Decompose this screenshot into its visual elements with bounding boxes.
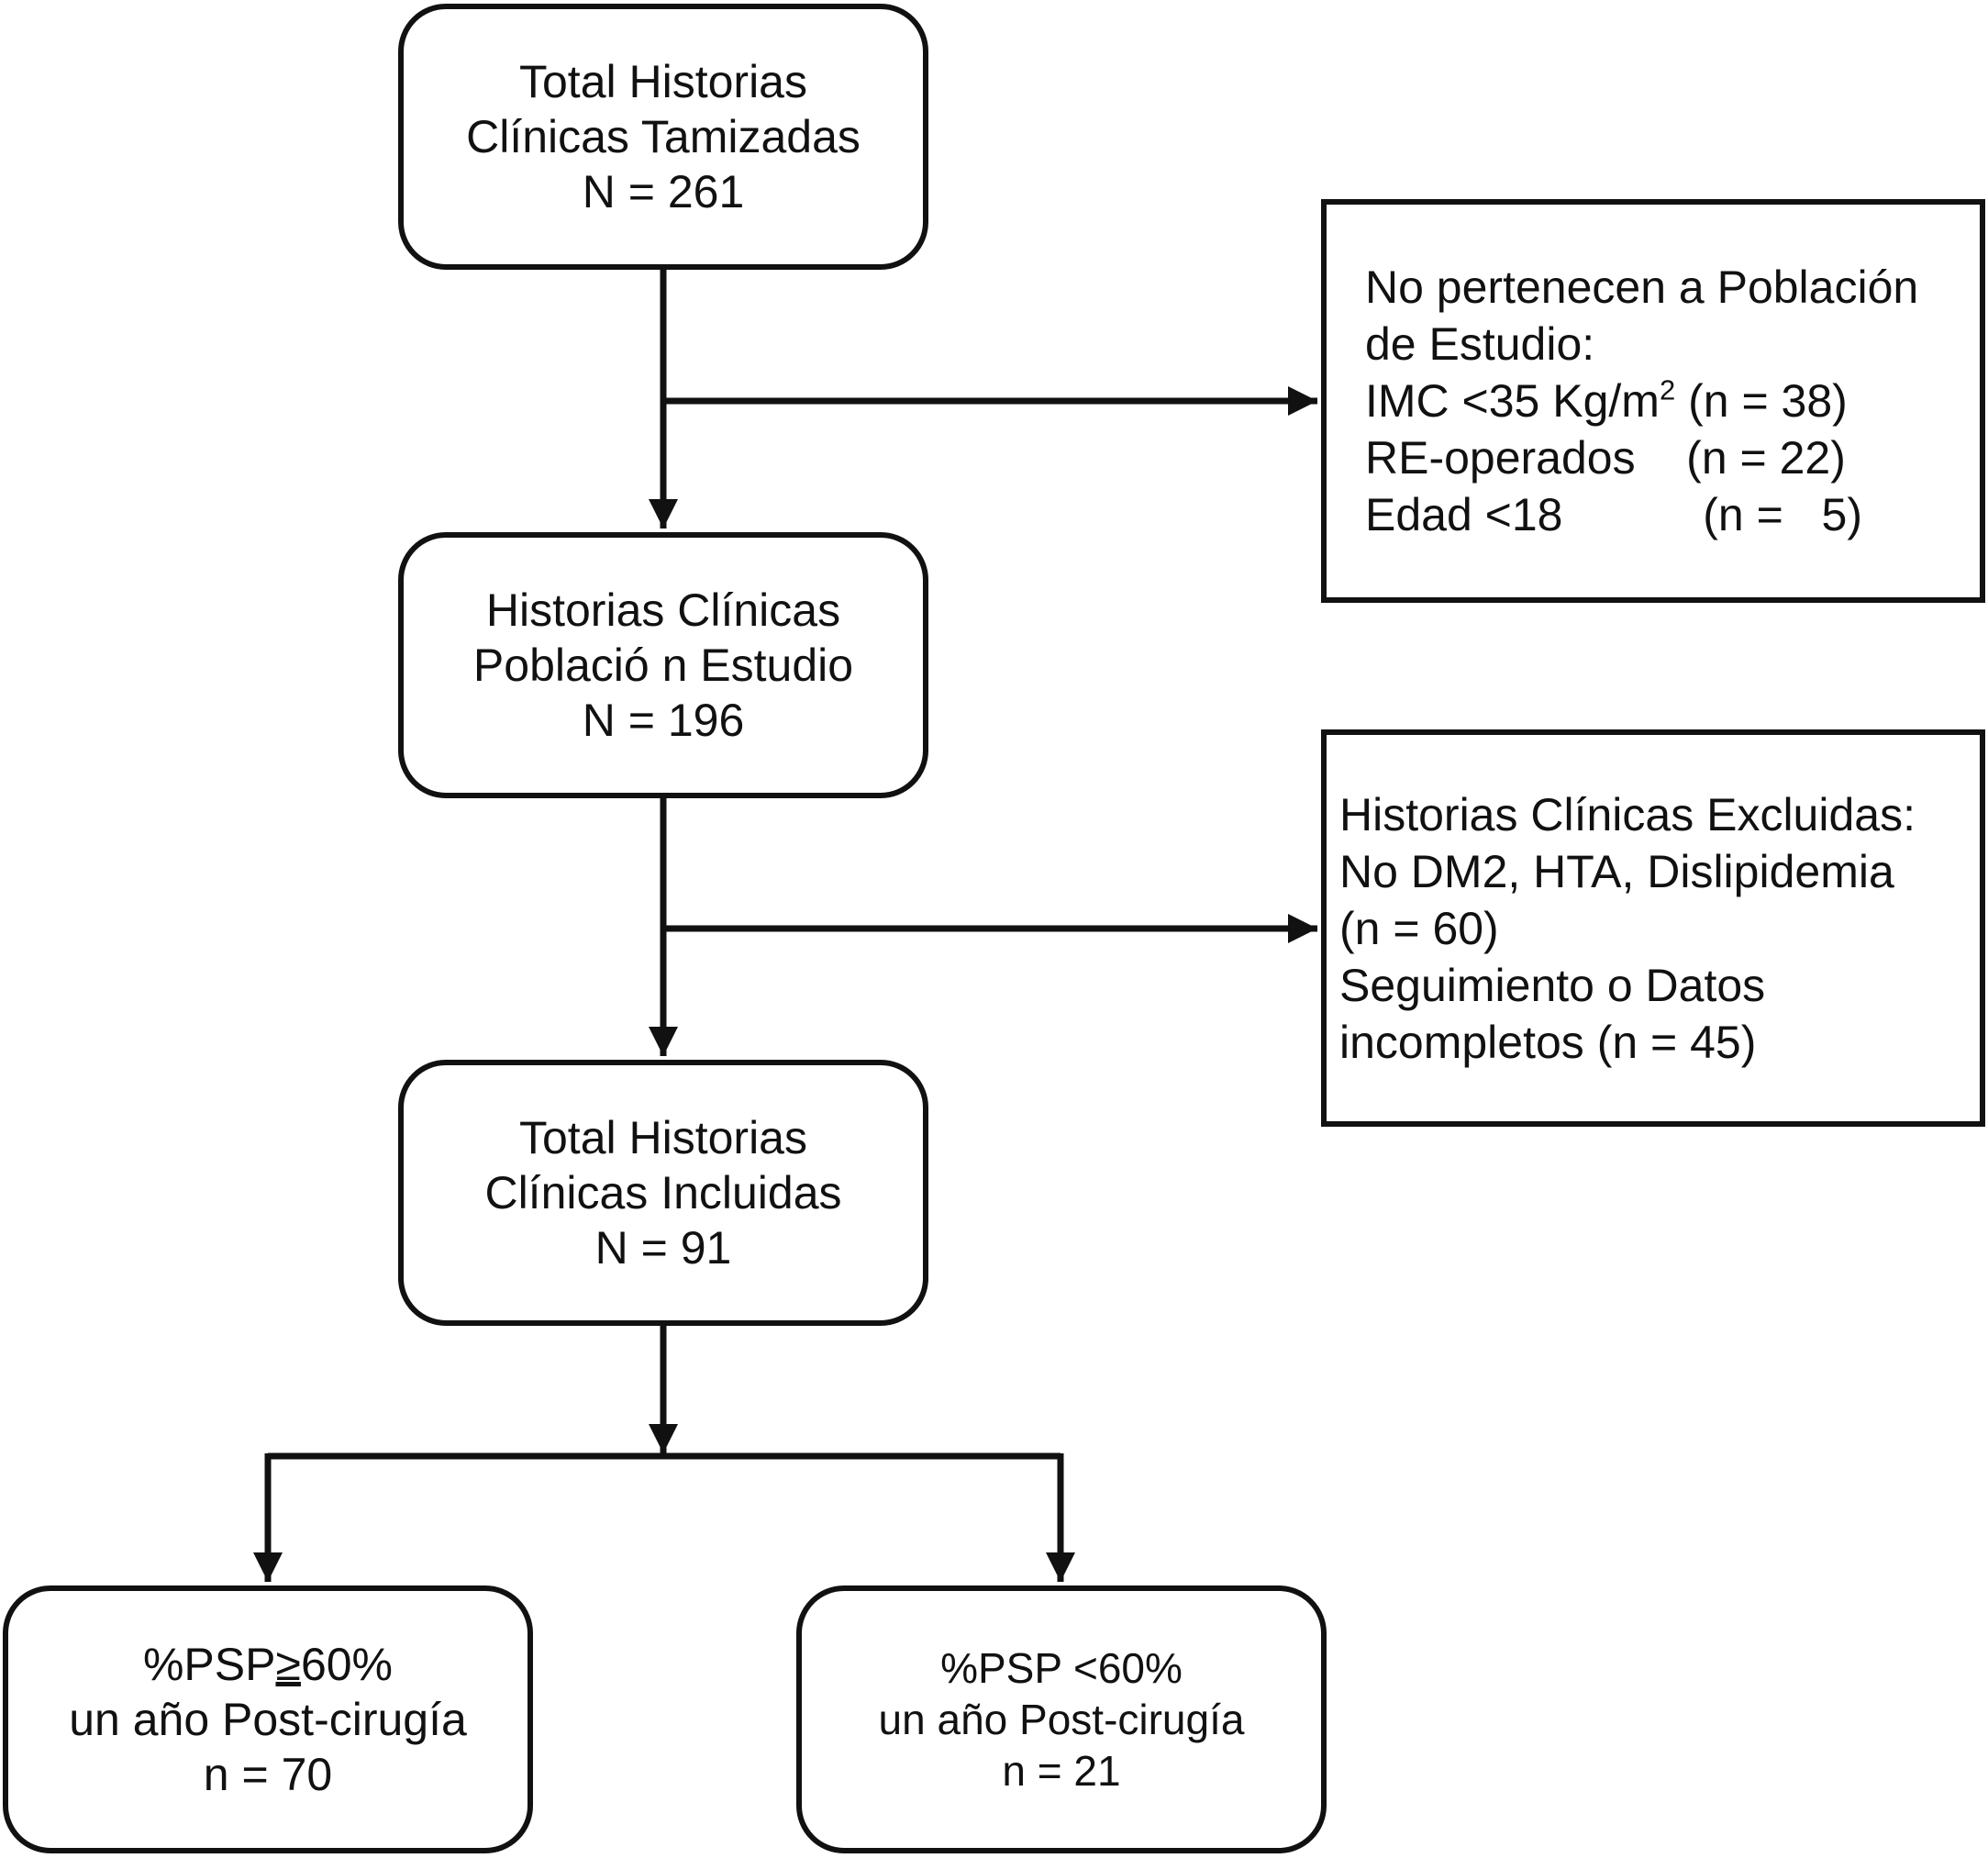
included-line-2: Clínicas Incluidas (484, 1167, 842, 1218)
not-population-line-1: No pertenecen a Población (1365, 261, 1919, 313)
screened-line-1: Total Historias (519, 56, 807, 107)
psp-high-box: %PSP≥60% un año Post-cirugía n = 70 (3, 1585, 533, 1853)
psp-high-suffix: 60% (300, 1639, 394, 1690)
psp-high-line-1: %PSP≥60% (143, 1641, 393, 1687)
psp-low-count: n = 21 (1002, 1747, 1121, 1795)
psp-high-count: n = 70 (203, 1749, 333, 1800)
screened-count: N = 261 (582, 166, 745, 217)
excluded-line-3: (n = 60) (1339, 902, 1499, 954)
imc-count: (n = 38) (1675, 375, 1848, 427)
study-count: N = 196 (582, 695, 745, 746)
included-line-1: Total Historias (519, 1112, 807, 1163)
study-population-box: Historias Clínicas Població n Estudio N … (398, 532, 928, 798)
excluded-line-1: Historias Clínicas Excluidas: (1339, 788, 1916, 840)
imc-criterion: IMC <35 Kg/m2 (n = 38) (1365, 375, 1848, 427)
included-records-box: Total Historias Clínicas Incluidas N = 9… (398, 1060, 928, 1326)
reoperated-criterion: RE-operados (n = 22) (1365, 432, 1846, 484)
not-population-line-2: de Estudio: (1365, 318, 1595, 370)
psp-low-line-2: un año Post-cirugía (878, 1696, 1245, 1743)
excluded-records-box: Historias Clínicas Excluidas: No DM2, HT… (1321, 729, 1985, 1127)
study-line-2: Població n Estudio (472, 640, 854, 691)
study-line-1: Historias Clínicas (485, 584, 841, 636)
excluded-line-5: incompletos (n = 45) (1339, 1016, 1757, 1068)
psp-high-prefix: %PSP (142, 1639, 276, 1690)
not-population-box: No pertenecen a Población de Estudio: IM… (1321, 199, 1985, 603)
included-count: N = 91 (594, 1222, 732, 1274)
psp-low-line-1: %PSP <60% (940, 1644, 1183, 1692)
greater-equal-symbol: ≥ (275, 1639, 301, 1690)
excluded-line-2: No DM2, HTA, Dislipidemia (1339, 845, 1894, 897)
psp-high-line-2: un año Post-cirugía (69, 1694, 467, 1745)
imc-text: IMC <35 Kg/m (1365, 375, 1660, 427)
age-criterion: Edad <18 (n = 5) (1365, 489, 1862, 540)
screened-line-2: Clínicas Tamizadas (466, 111, 861, 162)
psp-low-box: %PSP <60% un año Post-cirugía n = 21 (796, 1585, 1327, 1853)
excluded-line-4: Seguimiento o Datos (1339, 959, 1766, 1011)
screened-records-box: Total Historias Clínicas Tamizadas N = 2… (398, 4, 928, 270)
imc-superscript: 2 (1659, 373, 1676, 406)
